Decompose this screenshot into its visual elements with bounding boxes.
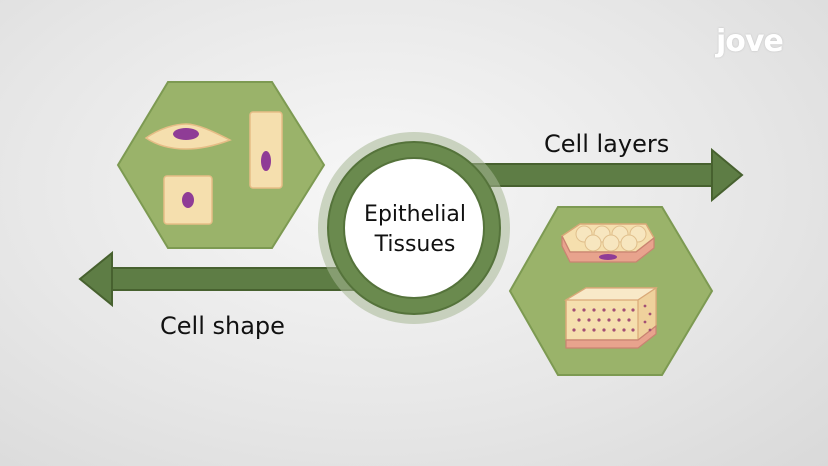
hexagon-cell-shapes [116, 81, 326, 249]
arrow-left-cell-shape [78, 250, 371, 308]
hexagon-cell-layers [508, 206, 714, 376]
arrow-right-cell-layers [454, 147, 744, 203]
squamous-cell-icon [144, 123, 232, 150]
simple-layer-icon [561, 223, 655, 263]
columnar-cell-icon [249, 111, 283, 189]
jove-logo: jove [716, 24, 784, 59]
stratified-layer-icon [563, 286, 658, 349]
center-ring [318, 132, 510, 324]
label-cell-shape: Cell shape [160, 312, 285, 340]
cuboidal-cell-icon [163, 175, 213, 225]
center-title-line1: Epithelial [364, 202, 466, 227]
center-title: Epithelial Tissues [342, 200, 488, 260]
center-title-line2: Tissues [374, 232, 456, 257]
label-cell-layers: Cell layers [544, 130, 670, 158]
